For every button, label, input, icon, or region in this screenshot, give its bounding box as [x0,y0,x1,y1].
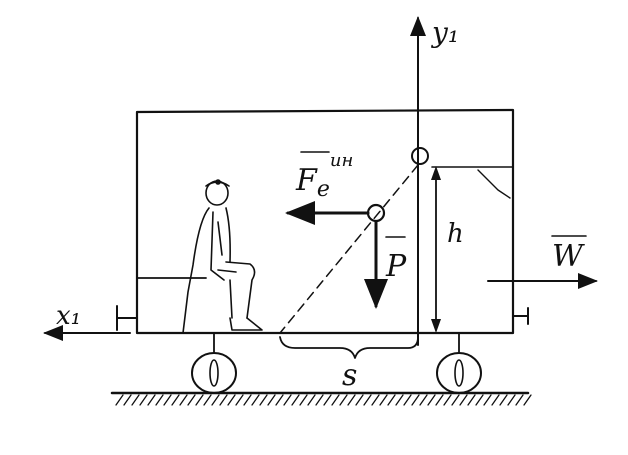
hatch-stroke [211,394,220,406]
hatch-stroke [459,394,468,406]
hatch-stroke [491,394,500,406]
x-axis-label: x₁ [56,301,81,331]
height-label: h [447,219,464,249]
hatch-stroke [163,394,172,406]
center-of-mass [366,203,386,223]
hatch-stroke [259,394,268,406]
hatch-stroke [499,394,508,406]
hatch-stroke [227,394,236,406]
distance-label: s [342,358,357,393]
hatch-stroke [347,394,356,406]
hatch-stroke [155,394,164,406]
hatch-stroke [427,394,436,406]
hatch-stroke [363,394,372,406]
hatch-stroke [139,394,148,406]
hatch-stroke [219,394,228,406]
hatch-stroke [187,394,196,406]
hatch-stroke [147,394,156,406]
inertia-force-label: Feин [295,150,353,202]
height-dimension: h [431,166,464,333]
hatch-stroke [275,394,284,406]
acceleration-label: W [552,239,585,274]
x-axis: x₁ [43,301,131,341]
hatch-stroke [323,394,332,406]
tipping-line [279,164,419,334]
hatch-stroke [243,394,252,406]
distance-brace: s [279,336,419,393]
hatch-stroke [267,394,276,406]
hatch-stroke [235,394,244,406]
hatch-stroke [451,394,460,406]
hatch-stroke [203,394,212,406]
hatch-stroke [171,394,180,406]
right-wheel [436,332,482,394]
hatch-stroke [131,394,140,406]
ground [110,391,532,406]
inertia-force-arrow: Feин [285,150,370,225]
hatch-stroke [283,394,292,406]
hatch-stroke [523,394,532,406]
weight-arrow: P [364,220,407,309]
hatch-stroke [291,394,300,406]
hatch-stroke [115,394,124,406]
hatch-stroke [475,394,484,406]
hatch-stroke [371,394,380,406]
hatch-stroke [251,394,260,406]
ground-hatching [115,394,532,406]
hatch-stroke [395,394,404,406]
hatch-stroke [331,394,340,406]
hatch-stroke [507,394,516,406]
acceleration-arrow: W [487,235,598,289]
hatch-stroke [419,394,428,406]
hatch-stroke [435,394,444,406]
seated-person [182,179,263,334]
hatch-stroke [195,394,204,406]
pivot-point [411,147,429,165]
hatch-stroke [467,394,476,406]
hatch-stroke [315,394,324,406]
hatch-stroke [307,394,316,406]
hatch-stroke [403,394,412,406]
hatch-stroke [387,394,396,406]
hatch-stroke [123,394,132,406]
hatch-stroke [299,394,308,406]
y-axis: y₁ [410,16,459,346]
hatch-stroke [355,394,364,406]
hatch-stroke [179,394,188,406]
hatch-stroke [411,394,420,406]
hatch-stroke [515,394,524,406]
left-wheel [191,332,237,394]
hatch-stroke [379,394,388,406]
hatch-stroke [443,394,452,406]
hatch-stroke [483,394,492,406]
weight-label: P [385,249,407,284]
y-axis-label: y₁ [430,16,459,49]
wagon-body [116,108,529,335]
hatch-stroke [339,394,348,406]
